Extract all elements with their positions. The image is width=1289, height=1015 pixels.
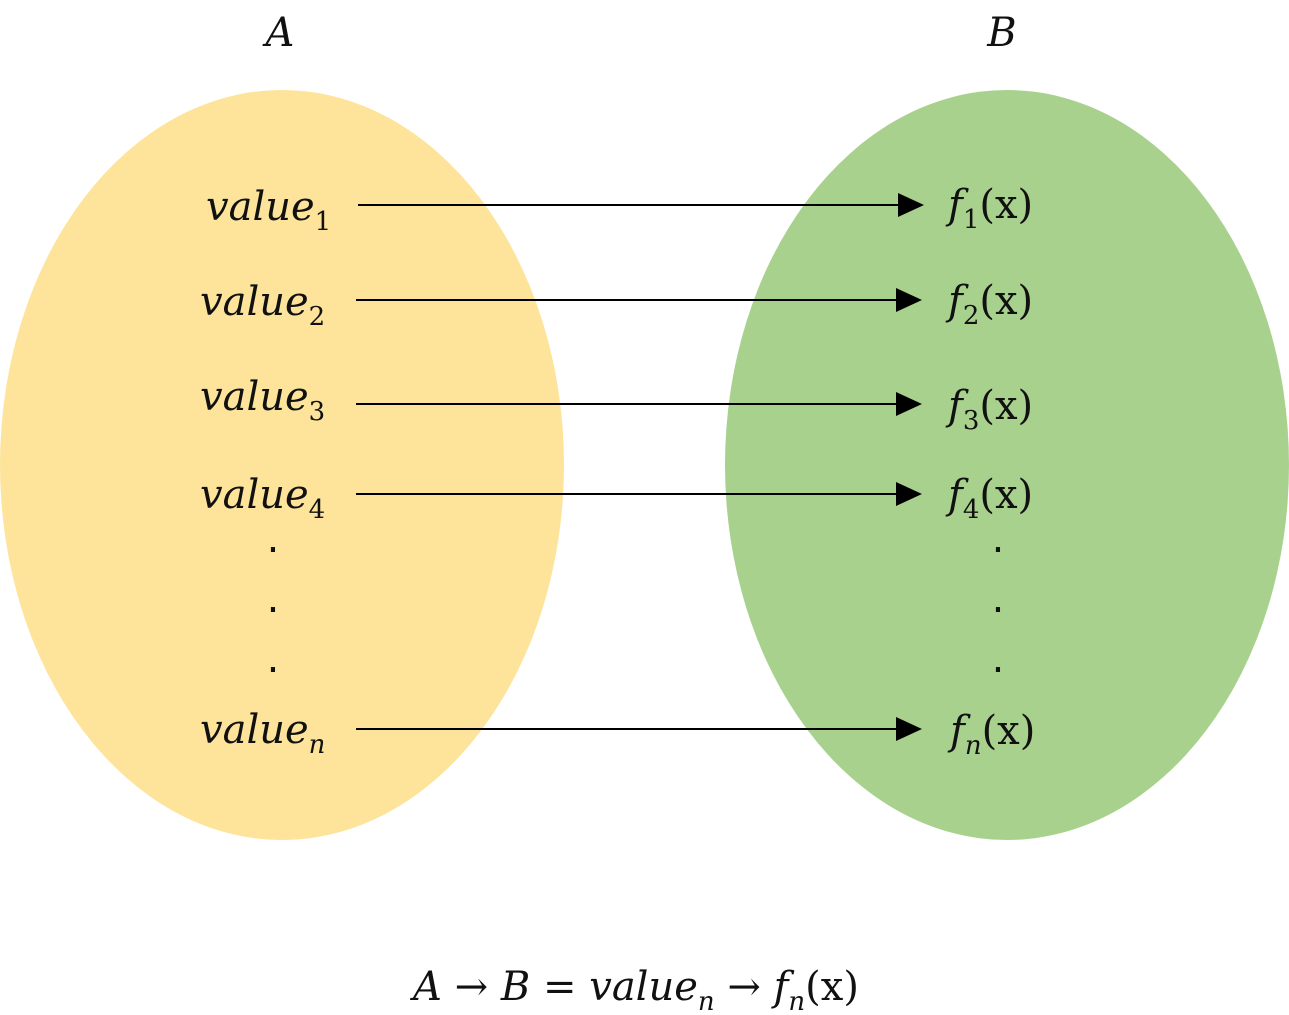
- mapping-arrow: [358, 193, 924, 217]
- set-a-item: valuen: [200, 707, 325, 760]
- set-a-ellipse: [0, 90, 564, 840]
- set-b-item: f2(x): [945, 278, 1033, 331]
- set-a-item: value4: [200, 472, 325, 525]
- mapping-arrows: [356, 193, 924, 741]
- set-a-item: value1: [206, 184, 331, 237]
- ellipsis-dot: .: [992, 576, 1005, 622]
- set-b-ellipse: [725, 90, 1289, 840]
- mapping-arrow: [356, 392, 922, 416]
- ellipsis-dot: .: [992, 516, 1005, 562]
- set-b-ellipsis: . . .: [992, 516, 1005, 682]
- set-a-label: A: [262, 10, 295, 56]
- ellipsis-dot: .: [267, 516, 280, 562]
- set-a-ellipsis: . . .: [267, 516, 280, 682]
- set-a-item: value3: [200, 374, 325, 427]
- set-a-items: value1 value2 value3 value4 valuen: [200, 184, 331, 760]
- ellipsis-dot: .: [992, 636, 1005, 682]
- set-b-item: f3(x): [945, 383, 1033, 436]
- set-b-item: f4(x): [945, 472, 1033, 525]
- mapping-arrow: [356, 288, 922, 312]
- set-b-label: B: [986, 10, 1016, 56]
- set-b-item: f1(x): [945, 182, 1033, 235]
- mapping-arrow: [356, 482, 922, 506]
- ellipsis-dot: .: [267, 636, 280, 682]
- mapping-formula: A → B = valuen → fn(x): [409, 964, 859, 1015]
- set-b-item: fn(x): [947, 708, 1035, 761]
- set-a-item: value2: [200, 279, 325, 332]
- ellipsis-dot: .: [267, 576, 280, 622]
- mapping-arrow: [356, 717, 922, 741]
